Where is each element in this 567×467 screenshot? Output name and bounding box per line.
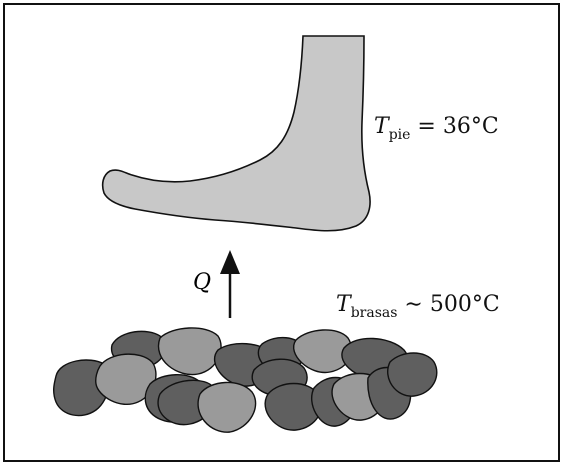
embers-temp-value: ∼ 500°C (404, 292, 499, 317)
ember-stone (159, 328, 222, 375)
foot-temp-symbol: T (374, 114, 389, 139)
heat-symbol-label: Q (193, 270, 211, 295)
embers-temp-symbol: T (336, 292, 351, 317)
embers-pile (54, 328, 437, 432)
foot-temperature-label: Tpie = 36°C (374, 114, 499, 143)
ember-stone (388, 353, 437, 396)
heat-flow-arrow (220, 250, 240, 318)
embers-temperature-label: Tbrasas ∼ 500°C (336, 292, 500, 321)
foot-temp-value: = 36°C (417, 114, 498, 139)
embers-temp-subscript: brasas (351, 305, 398, 321)
foot-shape (103, 36, 370, 231)
foot-temp-subscript: pie (389, 127, 411, 143)
ember-stone (198, 382, 256, 432)
